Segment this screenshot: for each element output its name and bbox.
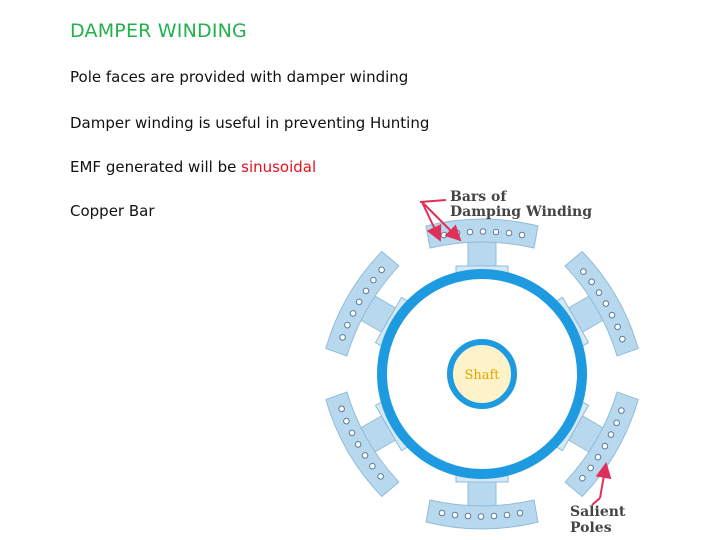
rotor: Shaft [319, 218, 645, 530]
label-poles-line2: Poles [570, 520, 612, 536]
arrow-bars-2 [421, 201, 462, 242]
label-poles-line1: Salient [570, 504, 626, 520]
rotor-diagram: Shaft Bars of Damping Winding Salient Po… [319, 189, 645, 536]
bullet-pole-faces: Pole faces are provided with damper wind… [70, 68, 409, 86]
label-bars-line1: Bars of [450, 189, 507, 205]
arrow-bars-1 [421, 201, 442, 242]
damper-winding-figure: Shaft Bars of Damping Winding Salient Po… [300, 180, 700, 540]
salient-pole [425, 471, 539, 530]
label-bars-line2: Damping Winding [450, 204, 592, 220]
shaft [447, 339, 517, 409]
bullet-emf-prefix: EMF generated will be [70, 158, 242, 176]
bullet-emf-highlight: sinusoidal [241, 158, 317, 176]
slide-title: DAMPER WINDING [70, 20, 247, 42]
arrow-poles-tail [591, 497, 601, 506]
bullet-copper-bar: Copper Bar [70, 202, 155, 220]
arrow-bars-line [419, 199, 447, 203]
shaft-label: Shaft [464, 368, 500, 383]
bullet-hunting: Damper winding is useful in preventing H… [70, 114, 430, 132]
arrow-poles [595, 462, 612, 499]
bullet-emf: EMF generated will be sinusoidal [70, 158, 316, 176]
salient-pole [425, 218, 539, 277]
